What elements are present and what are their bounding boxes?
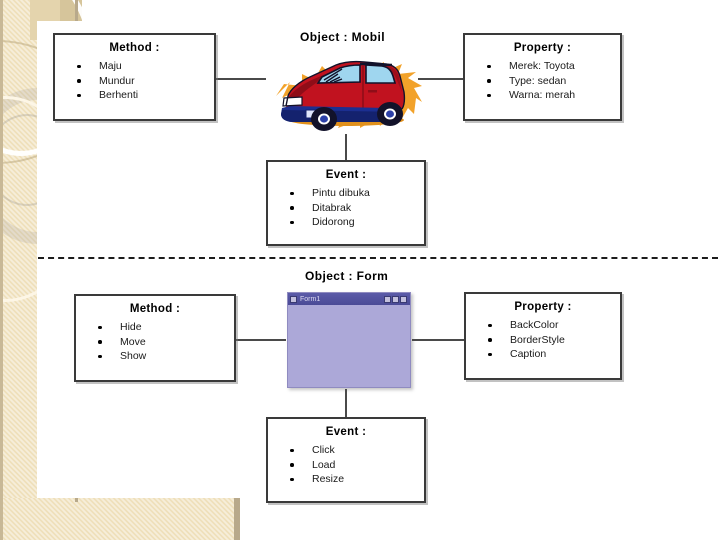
list-item: Berhenti [77, 88, 214, 103]
maximize-icon [392, 295, 399, 303]
list-item: Show [98, 349, 234, 364]
method-box-form: Method : Hide Move Show [74, 294, 236, 382]
list-item: Ditabrak [290, 201, 424, 216]
list-item: Hide [98, 320, 234, 335]
method-box-title: Method : [129, 303, 181, 315]
method-box-title: Method : [109, 42, 160, 54]
list-item: Resize [290, 472, 424, 487]
list-item: Merek: Toyota [487, 59, 620, 74]
event-box-title: Event : [325, 169, 367, 181]
form-system-icon [290, 295, 297, 303]
method-box-mobil: Method : Maju Mundur Berhenti [53, 33, 216, 121]
connector-form-to-property [412, 339, 464, 341]
form-title-text: Form1 [300, 295, 321, 303]
event-box-mobil: Event : Pintu dibuka Ditabrak Didorong [266, 160, 426, 246]
list-item: Didorong [290, 215, 424, 230]
property-box-title: Property : [514, 301, 572, 313]
property-box-list: BackColor BorderStyle Caption [466, 318, 620, 362]
list-item: Move [98, 335, 234, 350]
property-box-list: Merek: Toyota Type: sedan Warna: merah [465, 59, 620, 103]
car-clipart [268, 52, 424, 132]
event-box-list: Click Load Resize [268, 443, 424, 487]
list-item: Warna: merah [487, 88, 620, 103]
form-window-buttons [384, 295, 408, 303]
close-icon [400, 295, 407, 303]
list-item: BorderStyle [488, 333, 620, 348]
form-body [288, 305, 410, 387]
event-box-form: Event : Click Load Resize [266, 417, 426, 503]
object-caption-form: Object : Form [305, 269, 389, 283]
minimize-icon [384, 295, 391, 303]
property-box-title: Property : [513, 42, 572, 54]
property-box-mobil: Property : Merek: Toyota Type: sedan War… [463, 33, 622, 121]
list-item: Mundur [77, 74, 214, 89]
list-item: Click [290, 443, 424, 458]
section-divider [38, 257, 718, 259]
connector-method-to-mobil [216, 78, 266, 80]
list-item: Caption [488, 347, 620, 362]
list-item: Maju [77, 59, 214, 74]
connector-form-to-event [345, 389, 347, 417]
list-item: BackColor [488, 318, 620, 333]
connector-method-to-form [236, 339, 286, 341]
method-box-list: Maju Mundur Berhenti [55, 59, 214, 103]
form-window-clipart: Form1 [287, 292, 411, 388]
list-item: Pintu dibuka [290, 186, 424, 201]
list-item: Type: sedan [487, 74, 620, 89]
list-item: Load [290, 458, 424, 473]
object-caption-mobil: Object : Mobil [300, 30, 385, 44]
connector-mobil-to-property [418, 78, 464, 80]
form-titlebar: Form1 [288, 293, 410, 305]
property-box-form: Property : BackColor BorderStyle Caption [464, 292, 622, 380]
connector-mobil-to-event [345, 134, 347, 160]
event-box-title: Event : [325, 426, 367, 438]
method-box-list: Hide Move Show [76, 320, 234, 364]
event-box-list: Pintu dibuka Ditabrak Didorong [268, 186, 424, 230]
